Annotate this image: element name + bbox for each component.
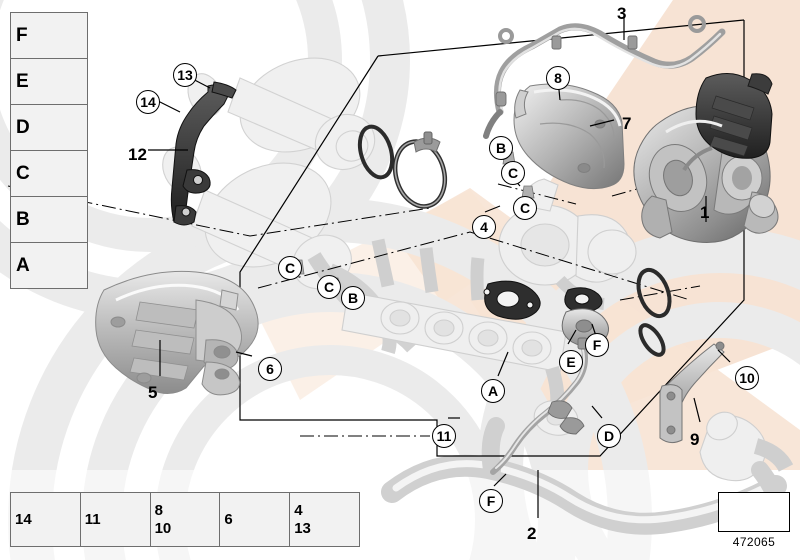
legend-letter-C: C: [16, 163, 30, 184]
callout-bubble-e: E: [559, 350, 583, 374]
part-number-label-9: 9: [690, 430, 700, 449]
callout-bubble-11: 11: [432, 424, 456, 448]
part-7-turbo-heat-shield: [513, 83, 625, 190]
bottom-cell-8-10-number-1: 8: [154, 502, 163, 520]
gasket-o-ring-large: [357, 124, 395, 180]
callout-bubble-6: 6: [258, 357, 282, 381]
stud-pin-icon: [233, 493, 289, 546]
bottom-cell-4-13-number-1: 4: [294, 502, 303, 520]
part-3-oil-line-highlight: [498, 27, 722, 112]
callout-bubble-4: 4: [472, 215, 496, 239]
bottom-cell-14: 14: [11, 493, 81, 546]
callout-bubble-b: B: [489, 136, 513, 160]
callout-bubble-a: A: [481, 379, 505, 403]
o-ring-right-large: [636, 267, 672, 319]
bottom-cell-8-10-number-2: 10: [154, 519, 172, 537]
part-number-label-3: 3: [617, 4, 627, 23]
callout-bubble-14: 14: [136, 90, 160, 114]
callout-bubble-c: C: [513, 196, 537, 220]
gasket-A-manifold: [483, 280, 541, 320]
washer-gasket-ring-icon: [34, 151, 87, 196]
legend-row-C: C: [11, 151, 87, 197]
part-5-heat-shield: [95, 270, 259, 396]
bottom-cell-4-13-number-2: 13: [294, 519, 311, 537]
legend-letter-F: F: [16, 25, 28, 46]
part-3-line-fittings: [495, 15, 706, 107]
bottom-cell-4-13: 4 13: [290, 493, 359, 546]
bottom-cell-6-numbers: 6: [224, 511, 232, 528]
callout-bubble-b: B: [341, 286, 365, 310]
flange-bolt-icon: [34, 105, 87, 150]
legend-letter-A: A: [16, 255, 30, 276]
hex-bolt-icon: [171, 493, 219, 546]
o-ring-right-small: [638, 323, 666, 357]
bottom-cell-14-number-1: 14: [15, 510, 32, 528]
part-3-line-end: [483, 109, 503, 139]
bottom-cell-14-numbers: 14: [15, 511, 32, 528]
legend-letter-B: B: [16, 209, 30, 230]
callout-bubble-13: 13: [173, 63, 197, 87]
flange-nut-icon: [311, 493, 359, 546]
part-number-label-12: 12: [128, 145, 147, 164]
callout-bubble-f: F: [479, 489, 503, 513]
bottom-cell-8-10: 8 10: [151, 493, 221, 546]
turbo-actuator-module: [695, 73, 773, 159]
o-ring-icon: [34, 13, 87, 58]
coolant-return-line-highlight: [495, 345, 585, 469]
legend-row-F: F: [11, 13, 87, 59]
stamp-box: [718, 492, 790, 532]
part-9-bracket: [659, 341, 725, 444]
bottom-cell-11-number-1: 11: [84, 510, 101, 528]
part-number-label-2: 2: [527, 524, 537, 543]
callout-bubble-10: 10: [735, 366, 759, 390]
bottom-cell-6-number-1: 6: [224, 510, 233, 528]
ghost-coolant-pipe-part2-highlight: [392, 460, 776, 524]
part-12-bracket: [170, 81, 237, 226]
coolant-line-brackets: [547, 337, 588, 435]
callout-bubble-f: F: [585, 333, 609, 357]
bottom-legend-bar: 14 11 8 10 6 4 13: [10, 492, 360, 547]
pan-head-screw-icon: [101, 493, 150, 546]
hex-bolt-icon: [34, 59, 87, 104]
callout-bubble-c: C: [317, 275, 341, 299]
legend-letter-D: D: [16, 117, 30, 138]
bottom-cell-11: 11: [81, 493, 151, 546]
callout-bubble-d: D: [597, 424, 621, 448]
legend-letter-E: E: [16, 71, 29, 92]
gasket-E-small: [564, 287, 603, 314]
v-band-clamp: [392, 131, 448, 209]
bottom-cell-6: 6: [220, 493, 291, 546]
bottom-cell-4-13-numbers: 4 13: [294, 502, 311, 537]
part-number-label-5: 5: [148, 383, 158, 402]
turbo-actuator-rod: [682, 146, 713, 172]
legend-panel: F E D C B A: [10, 12, 88, 289]
ghost-downpipe: [699, 411, 794, 482]
callout-bubble-8: 8: [546, 66, 570, 90]
legend-row-B: B: [11, 197, 87, 243]
legend-row-D: D: [11, 105, 87, 151]
twelve-point-bolt-icon: [34, 243, 87, 288]
callout-bubble-c: C: [278, 256, 302, 280]
bottom-cell-8-10-numbers: 8 10: [155, 502, 172, 537]
callout-bubble-c: C: [501, 161, 525, 185]
part-number-label-7: 7: [622, 114, 632, 133]
hex-bolt-short-icon: [34, 197, 87, 242]
diagram-part-number: 472065: [732, 535, 776, 549]
legend-row-E: E: [11, 59, 87, 105]
bottom-cell-11-numbers: 11: [85, 511, 101, 528]
hex-bolt-icon: [32, 493, 80, 546]
part-1-turbocharger: [633, 73, 779, 244]
part-number-label-1: 1: [700, 203, 710, 222]
legend-row-A: A: [11, 243, 87, 288]
